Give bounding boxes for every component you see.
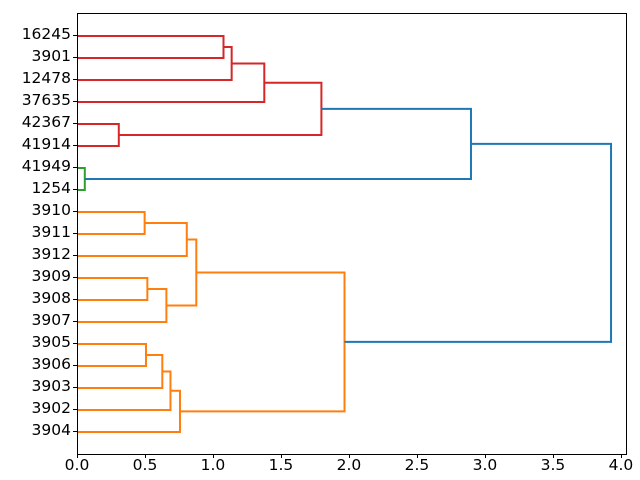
y-tick-mark (73, 79, 77, 80)
y-tick-label: 3901 (31, 47, 71, 65)
x-tick-label: 0.0 (64, 456, 90, 474)
x-tick-label: 4.0 (608, 456, 634, 474)
y-tick-label: 37635 (21, 91, 71, 109)
y-tick-label: 42367 (21, 113, 71, 131)
y-tick-label: 41949 (21, 157, 71, 175)
y-tick-label: 3905 (31, 333, 71, 351)
y-tick-label: 3909 (31, 267, 71, 285)
x-tick-mark (348, 454, 350, 458)
y-tick-mark (73, 101, 77, 102)
x-tick-label: 3.0 (472, 456, 498, 474)
y-tick-mark (73, 255, 77, 256)
y-tick-label: 16245 (21, 25, 71, 43)
y-tick-label: 3912 (31, 245, 71, 263)
x-tick-label: 2.5 (404, 456, 430, 474)
x-tick-mark (77, 454, 78, 458)
dendrogram-link (78, 354, 164, 389)
dendrogram-link (78, 62, 266, 103)
y-tick-mark (73, 123, 77, 124)
y-tick-label: 41914 (21, 135, 71, 153)
y-tick-mark (73, 189, 77, 190)
x-tick-label: 2.0 (336, 456, 362, 474)
y-tick-label: 3910 (31, 201, 71, 219)
x-tick-mark (416, 454, 418, 458)
dendrogram-link (84, 107, 472, 180)
y-tick-mark (73, 167, 77, 168)
y-tick-mark (73, 35, 77, 36)
y-tick-mark (73, 431, 77, 432)
dendrogram-link (78, 343, 147, 367)
y-tick-label: 3902 (31, 399, 71, 417)
y-tick-mark (73, 145, 77, 146)
y-tick-mark (73, 321, 77, 322)
dendrogram-link (78, 123, 120, 147)
y-tick-label: 3904 (31, 421, 71, 439)
x-tick-mark (620, 454, 622, 458)
dendrogram-link (78, 167, 86, 191)
dendrogram-link (78, 35, 225, 59)
y-tick-label: 3906 (31, 355, 71, 373)
y-tick-mark (73, 299, 77, 300)
x-tick-mark (280, 454, 282, 458)
y-tick-mark (73, 233, 77, 234)
dendrogram-link (78, 288, 168, 323)
x-tick-mark (552, 454, 554, 458)
plot-area (77, 13, 627, 455)
y-tick-label: 3911 (31, 223, 71, 241)
dendrogram-svg (78, 35, 613, 433)
y-tick-label: 3903 (31, 377, 71, 395)
x-tick-label: 1.5 (268, 456, 294, 474)
y-tick-label: 12478 (21, 69, 71, 87)
dendrogram-link (179, 271, 346, 413)
x-tick-label: 3.5 (540, 456, 566, 474)
y-axis-leaf-labels: 16245 3901 12478 37635 42367 41914 41949 1254 39… (0, 0, 71, 480)
y-tick-mark (73, 409, 77, 410)
dendrogram-link (78, 389, 181, 433)
dendrogram-link (344, 142, 613, 343)
dendrogram-link (78, 370, 172, 411)
y-tick-label: 1254 (31, 179, 71, 197)
dendrogram-link (78, 277, 149, 301)
x-tick-label: 0.5 (132, 456, 158, 474)
dendrogram-link (118, 81, 323, 136)
y-tick-mark (73, 277, 77, 278)
y-tick-mark (73, 57, 77, 58)
y-tick-mark (73, 343, 77, 344)
y-tick-label: 3907 (31, 311, 71, 329)
x-tick-label: 1.0 (200, 456, 226, 474)
dendrogram-link (166, 238, 198, 307)
y-tick-mark (73, 211, 77, 212)
y-tick-mark (73, 387, 77, 388)
dendrogram-link (78, 211, 146, 235)
dendrogram-link (78, 46, 233, 81)
x-tick-mark (144, 454, 146, 458)
dendrogram-link (78, 222, 188, 257)
y-tick-label: 3908 (31, 289, 71, 307)
y-tick-mark (73, 365, 77, 366)
x-tick-mark (212, 454, 214, 458)
x-tick-mark (484, 454, 486, 458)
